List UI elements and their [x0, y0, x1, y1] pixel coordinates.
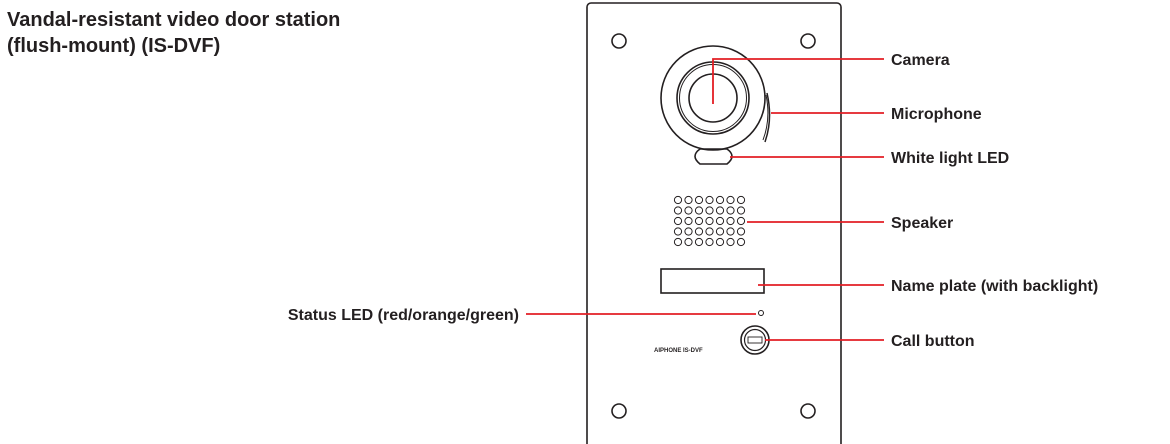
speaker-hole: [694, 206, 704, 215]
speaker-hole: [705, 195, 714, 205]
camera-callout-line: [712, 58, 884, 104]
speaker-hole: [715, 216, 725, 226]
camera-label: Camera: [891, 52, 950, 69]
door-station-panel: [586, 2, 842, 444]
speaker-hole: [673, 195, 683, 205]
title-line-1: Vandal-resistant video door station: [7, 9, 341, 31]
speaker-hole: [736, 227, 746, 236]
speaker-hole: [705, 227, 714, 236]
speaker-hole: [684, 227, 693, 236]
speaker-hole: [726, 195, 735, 205]
white-light-led: [694, 148, 733, 165]
speaker-hole: [684, 216, 693, 226]
callout-labels: Camera Microphone White light LED Speake…: [288, 52, 1098, 350]
microphone-slot-inner: [762, 94, 769, 141]
model-label: AIPHONE IS-DVF: [654, 348, 703, 354]
call-button-bezel[interactable]: [740, 325, 770, 355]
status-led: [758, 310, 764, 316]
speaker-hole: [673, 237, 683, 247]
speaker-hole: [694, 227, 704, 236]
microphone-slot: [764, 92, 771, 143]
speaker-hole: [736, 206, 746, 215]
speaker-hole: [726, 237, 735, 247]
speaker-hole: [726, 227, 735, 236]
speaker-hole: [726, 206, 735, 215]
speaker-hole: [715, 237, 725, 247]
speaker-hole: [694, 195, 704, 205]
camera-assembly: [660, 45, 771, 165]
speaker-hole: [726, 216, 735, 226]
screw-top-right: [800, 33, 816, 49]
white-light-led-label: White light LED: [891, 150, 1009, 167]
speaker-hole: [684, 195, 693, 205]
panel-outline: [586, 2, 842, 444]
speaker-grille: [673, 195, 746, 247]
speaker-hole: [715, 227, 725, 236]
speaker-hole: [736, 237, 746, 247]
speaker-hole: [736, 216, 746, 226]
callout-lines: [526, 58, 884, 341]
screw-bottom-left: [611, 403, 627, 419]
speaker-hole: [684, 206, 693, 215]
screw-bottom-right: [800, 403, 816, 419]
speaker-hole: [684, 237, 693, 247]
title-line-2: (flush-mount) (IS-DVF): [7, 35, 221, 57]
screw-top-left: [611, 33, 627, 49]
status-led-label: Status LED (red/orange/green): [288, 307, 519, 324]
speaker-hole: [673, 216, 683, 226]
speaker-hole: [736, 195, 746, 205]
speaker-hole: [694, 216, 704, 226]
call-button-icon: [747, 336, 763, 344]
speaker-label: Speaker: [891, 215, 953, 232]
speaker-hole: [673, 206, 683, 215]
speaker-hole: [673, 227, 683, 236]
page-title: Vandal-resistant video door station (flu…: [7, 7, 340, 59]
speaker-hole: [715, 206, 725, 215]
call-button[interactable]: [740, 325, 770, 355]
name-plate-label: Name plate (with backlight): [891, 278, 1098, 295]
camera-housing: [660, 45, 766, 151]
speaker-hole: [705, 216, 714, 226]
call-button-label: Call button: [891, 333, 975, 350]
speaker-hole: [705, 237, 714, 247]
name-plate: [660, 268, 765, 294]
microphone-label: Microphone: [891, 106, 982, 123]
speaker-hole: [715, 195, 725, 205]
speaker-hole: [705, 206, 714, 215]
speaker-hole: [694, 237, 704, 247]
